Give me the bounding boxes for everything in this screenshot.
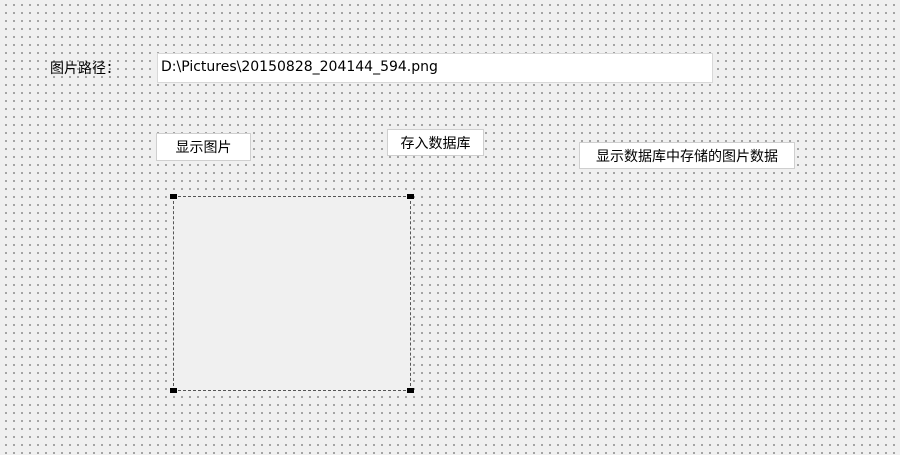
resize-handle-top-right[interactable]	[407, 194, 414, 199]
image-path-label: 图片路径：	[50, 61, 120, 77]
save-to-database-button[interactable]: 存入数据库	[387, 129, 484, 156]
resize-handle-top-left[interactable]	[170, 194, 177, 199]
image-path-input[interactable]	[157, 53, 713, 83]
picture-box[interactable]	[173, 196, 411, 391]
resize-handle-bottom-right[interactable]	[407, 388, 414, 393]
show-database-image-button[interactable]: 显示数据库中存储的图片数据	[579, 142, 795, 169]
show-image-button[interactable]: 显示图片	[156, 133, 251, 161]
resize-handle-bottom-left[interactable]	[170, 388, 177, 393]
